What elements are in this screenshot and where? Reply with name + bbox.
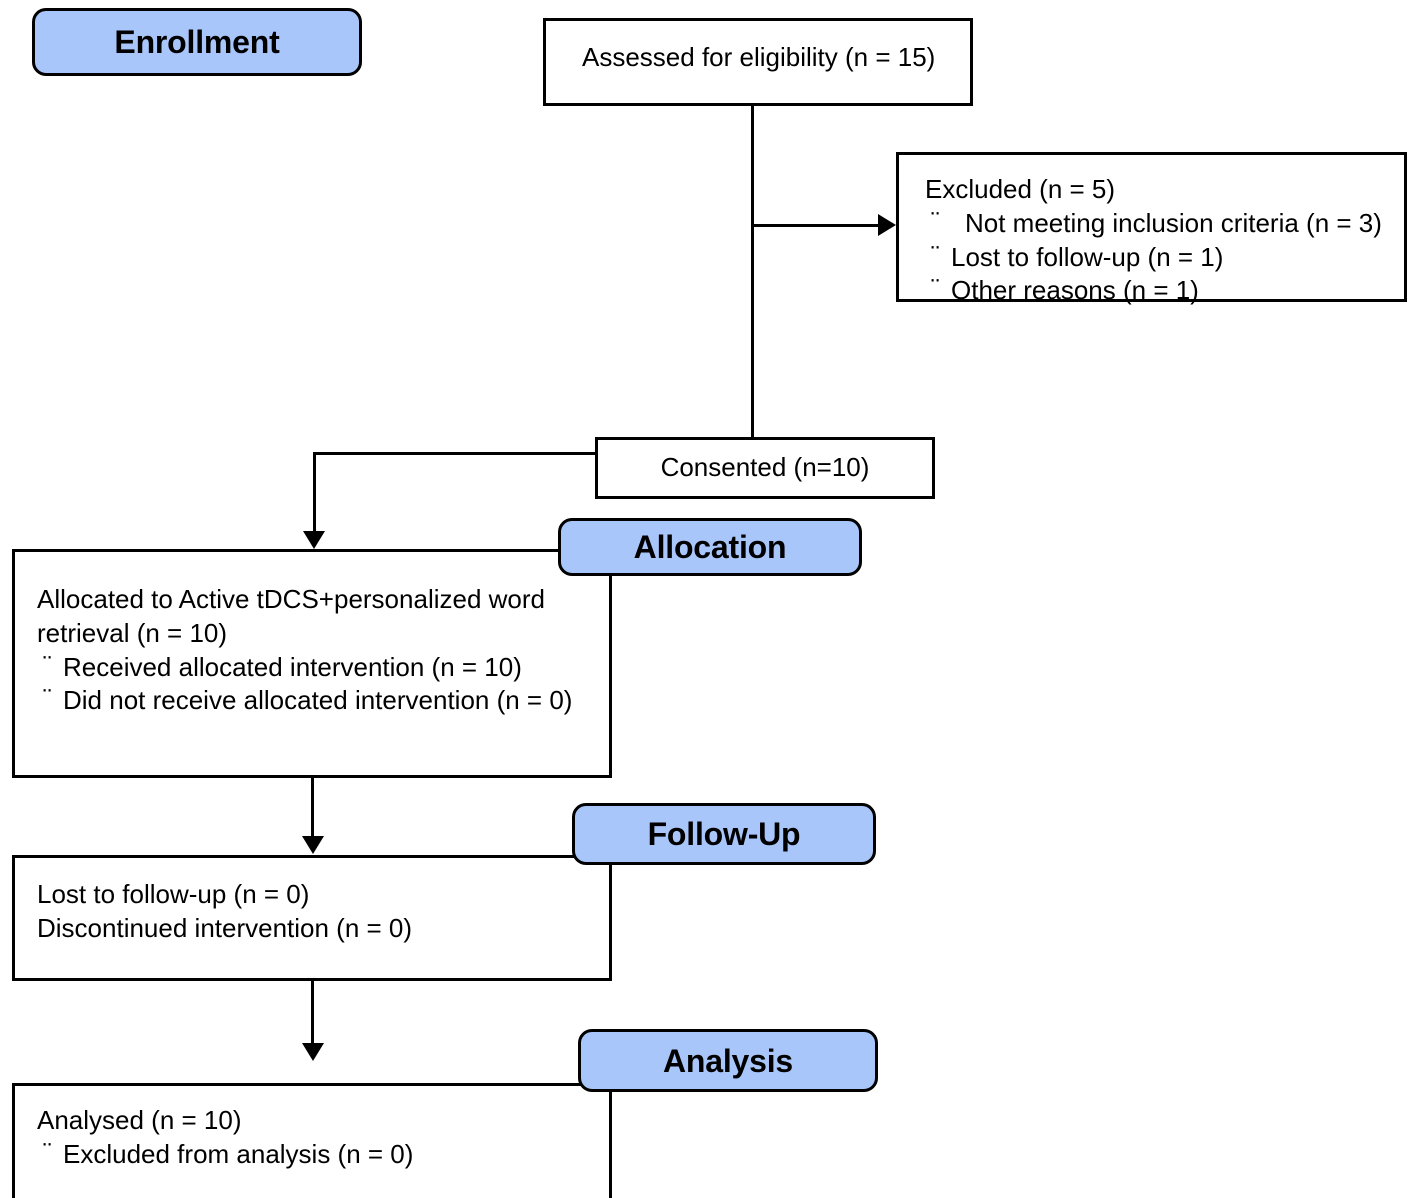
box-followup: Lost to follow-up (n = 0) Discontinued i… (12, 855, 612, 981)
bullet-icon: ¨ (931, 239, 940, 270)
box-excluded: Excluded (n = 5) ¨ Not meeting inclusion … (896, 152, 1407, 305)
analysed-item-0: ¨ Excluded from analysis (n = 0) (37, 1136, 599, 1172)
arrowhead-to-allocation (303, 531, 325, 549)
connector-consented-elbow-horizontal (313, 452, 598, 455)
bullet-icon: ¨ (43, 683, 52, 714)
allocated-item-0: ¨ Received allocated intervention (n = 10… (37, 649, 595, 685)
excluded-item-0: ¨ Not meeting inclusion criteria (n = 3) (925, 205, 1394, 241)
allocated-item-1-label: Did not receive allocated intervention (… (63, 685, 573, 716)
stage-badge-allocation-label: Allocation (633, 529, 787, 565)
bullet-icon: ¨ (43, 1136, 52, 1167)
stage-badge-followup: Follow-Up (572, 803, 876, 865)
connector-allocated-to-followup (311, 778, 314, 838)
assessed-text: Assessed for eligibility (n = 15) (582, 42, 936, 72)
connector-assessed-to-excluded (751, 224, 883, 227)
arrowhead-to-followup (302, 836, 324, 854)
stage-badge-analysis: Analysis (578, 1029, 878, 1092)
arrowhead-to-excluded (878, 214, 896, 236)
arrowhead-to-analysis (302, 1043, 324, 1061)
excluded-item-2-label: Other reasons (n = 1) (951, 275, 1199, 306)
followup-line-1: Discontinued intervention (n = 0) (37, 912, 413, 943)
analysed-heading: Analysed (n = 10) (37, 1105, 242, 1135)
bullet-icon: ¨ (43, 649, 52, 680)
stage-badge-analysis-label: Analysis (662, 1042, 794, 1079)
stage-badge-followup-label: Follow-Up (647, 816, 801, 852)
connector-assessed-to-consented (751, 106, 754, 439)
allocated-item-0-label: Received allocated intervention (n = 10) (63, 651, 522, 682)
box-assessed-for-eligibility: Assessed for eligibility (n = 15) (543, 18, 973, 106)
stage-badge-enrollment: Enrollment (32, 8, 362, 76)
stage-badge-allocation: Allocation (558, 518, 862, 576)
excluded-heading: Excluded (n = 5) (925, 174, 1116, 204)
excluded-item-1: ¨ Lost to follow-up (n = 1) (925, 239, 1394, 275)
connector-followup-to-analysis (311, 981, 314, 1045)
followup-line-0: Lost to follow-up (n = 0) (37, 879, 310, 909)
connector-consented-elbow-vertical (313, 452, 316, 534)
excluded-item-2: ¨ Other reasons (n = 1) (925, 273, 1394, 308)
stage-badge-enrollment-label: Enrollment (114, 24, 280, 60)
bullet-icon: ¨ (931, 273, 940, 304)
excluded-item-1-label: Lost to follow-up (n = 1) (951, 241, 1224, 272)
box-allocated: Allocated to Active tDCS+personalized wo… (12, 549, 612, 778)
consented-text: Consented (n=10) (660, 452, 870, 483)
allocated-heading: Allocated to Active tDCS+personalized wo… (37, 584, 545, 648)
analysed-item-0-label: Excluded from analysis (n = 0) (63, 1138, 414, 1169)
allocated-item-1: ¨ Did not receive allocated intervention … (37, 683, 595, 718)
box-analysed: Analysed (n = 10) ¨ Excluded from analysi… (12, 1083, 612, 1198)
bullet-icon: ¨ (931, 205, 940, 236)
box-consented: Consented (n=10) (595, 437, 935, 499)
excluded-item-0-label: Not meeting inclusion criteria (n = 3) (965, 207, 1382, 238)
